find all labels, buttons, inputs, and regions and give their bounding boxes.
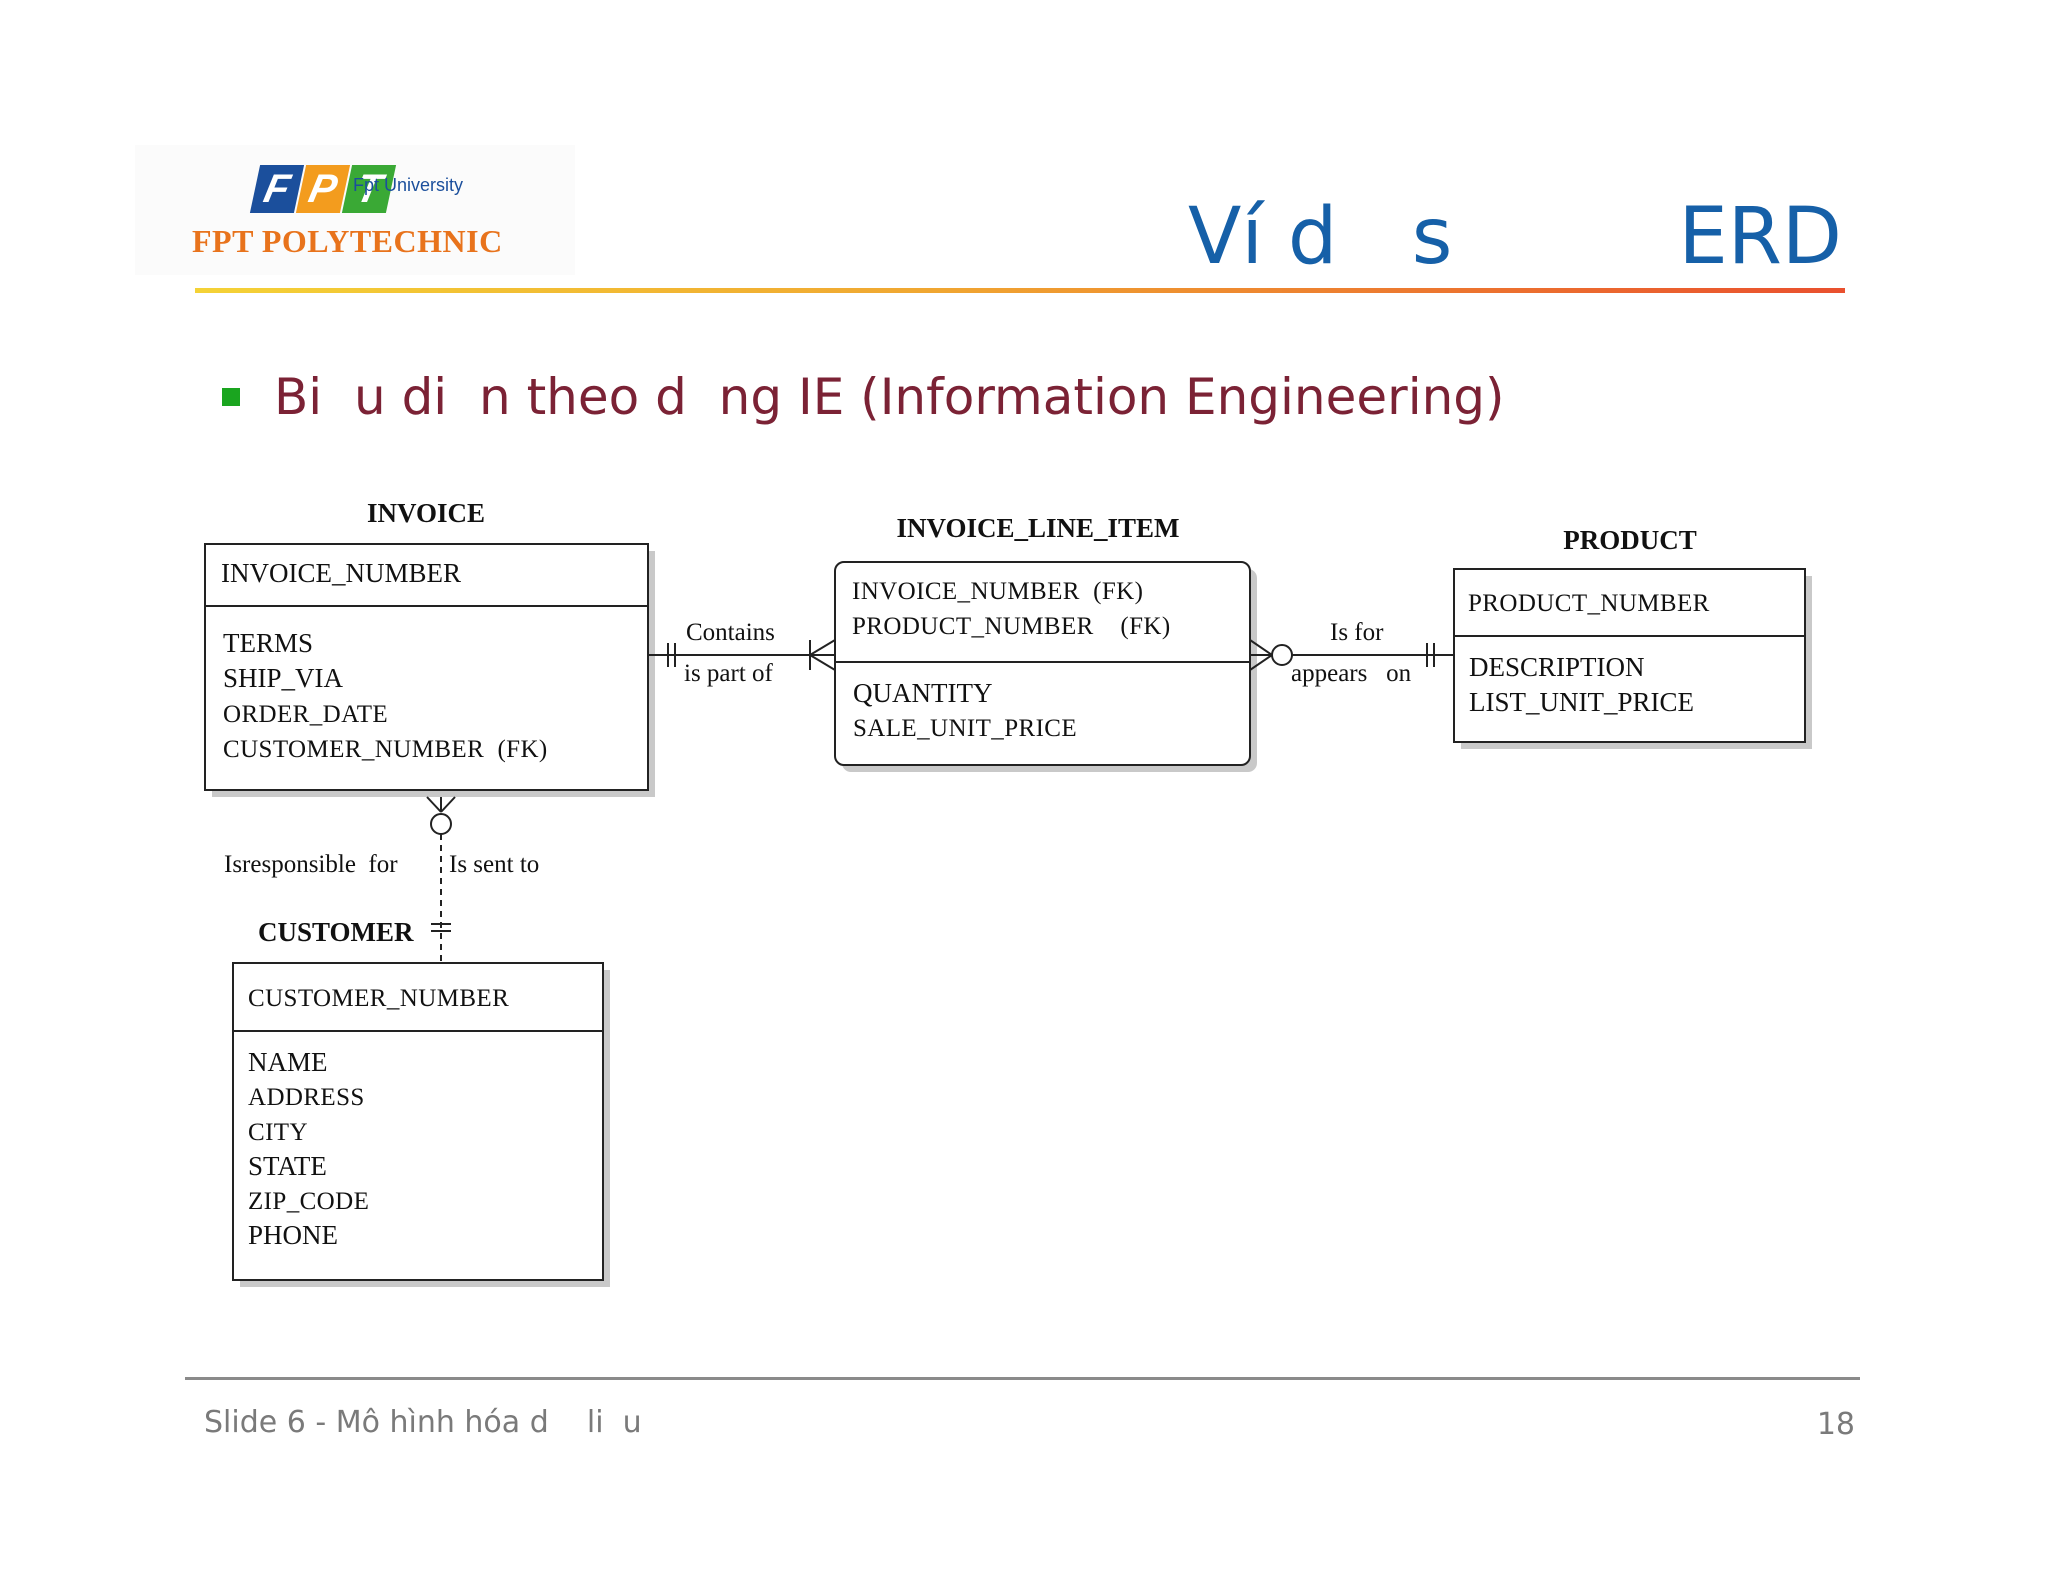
product-pk-0: PRODUCT_NUMBER [1468,590,1710,617]
entity-product-title: PRODUCT [1563,525,1697,555]
product-attr-0: DESCRIPTION [1469,652,1645,682]
footer-slide-title: Slide 6 - Mô hình hóa d li u [204,1405,642,1440]
customer-attr-2: CITY [248,1119,308,1146]
entity-invoice: INVOICE INVOICE_NUMBER TERMS SHIP_VIA OR… [204,498,655,797]
rel-invoice-zero-circle [430,813,452,835]
slide-title-left: Ví d s [1188,192,1453,282]
logo-brand-text: FPT POLYTECHNIC [192,223,503,259]
invoice-pk-0: INVOICE_NUMBER [221,558,461,588]
entity-customer-box [232,962,604,1281]
rel-line-crow-bottom [809,654,836,671]
rel-customer-invoice-forward: Isresponsible for [224,851,398,878]
entity-product-box [1453,568,1806,743]
customer-attr-1: ADDRESS [248,1084,365,1111]
rel-line-product-forward: Is for [1330,619,1384,646]
rel-line-crow-top-2 [1249,639,1273,656]
line-item-attr-0: QUANTITY [853,678,992,708]
relationship-line-item-product [1249,639,1454,671]
footer-page-number: 18 [1816,1407,1855,1442]
rel-line-product-reverse: appears on [1291,660,1412,687]
product-attr-1: LIST_UNIT_PRICE [1469,687,1694,717]
customer-attr-0: NAME [248,1047,328,1077]
invoice-attr-2: ORDER_DATE [223,701,388,728]
customer-pk-0: CUSTOMER_NUMBER [248,985,509,1012]
bullet-text: Bi u di n theo d ng IE (Information Engi… [274,368,1505,426]
rel-invoice-line-forward: Contains [686,619,775,646]
line-item-attr-1: SALE_UNIT_PRICE [853,715,1077,742]
entity-customer: CUSTOMER CUSTOMER_NUMBER NAME ADDRESS CI… [232,917,610,1287]
title-divider [195,288,1845,293]
invoice-attr-1: SHIP_VIA [223,663,344,693]
entity-line-item-box [834,561,1251,766]
bullet-square-icon [222,388,240,406]
rel-invoice-crow-right [440,796,456,813]
rel-line-zero-circle [1271,644,1293,666]
line-item-pk-0: INVOICE_NUMBER (FK) [852,578,1143,605]
customer-attr-5: PHONE [248,1220,338,1250]
entity-product: PRODUCT PRODUCT_NUMBER DESCRIPTION LIST_… [1453,525,1812,749]
rel-invoice-line-reverse: is part of [684,660,774,687]
relationship-customer-invoice [426,796,456,963]
slide-title-right: ERD [1678,192,1842,282]
entity-invoice-box [204,543,649,791]
customer-attr-3: STATE [248,1151,327,1181]
entity-customer-title: CUSTOMER [258,917,414,947]
line-item-pk-1: PRODUCT_NUMBER (FK) [852,613,1171,640]
entity-line-item-title: INVOICE_LINE_ITEM [896,513,1179,543]
fpt-polytechnic-logo: F P T Fpt University FPT POLYTECHNIC [135,145,575,275]
customer-attr-4: ZIP_CODE [248,1188,369,1215]
logo-university-text: Fpt University [353,175,464,195]
relationship-invoice-line-item [648,639,836,671]
rel-invoice-crow-left [426,796,442,813]
entity-invoice-title: INVOICE [367,498,485,528]
entity-invoice-line-item: INVOICE_LINE_ITEM INVOICE_NUMBER (FK) PR… [834,513,1257,772]
invoice-attr-3: CUSTOMER_NUMBER (FK) [223,736,548,763]
footer-divider [185,1377,1860,1380]
invoice-attr-0: TERMS [223,628,313,658]
rel-line-crow-bottom-2 [1249,654,1273,671]
rel-line-crow-top [809,639,836,656]
rel-customer-invoice-reverse: Is sent to [449,851,539,878]
